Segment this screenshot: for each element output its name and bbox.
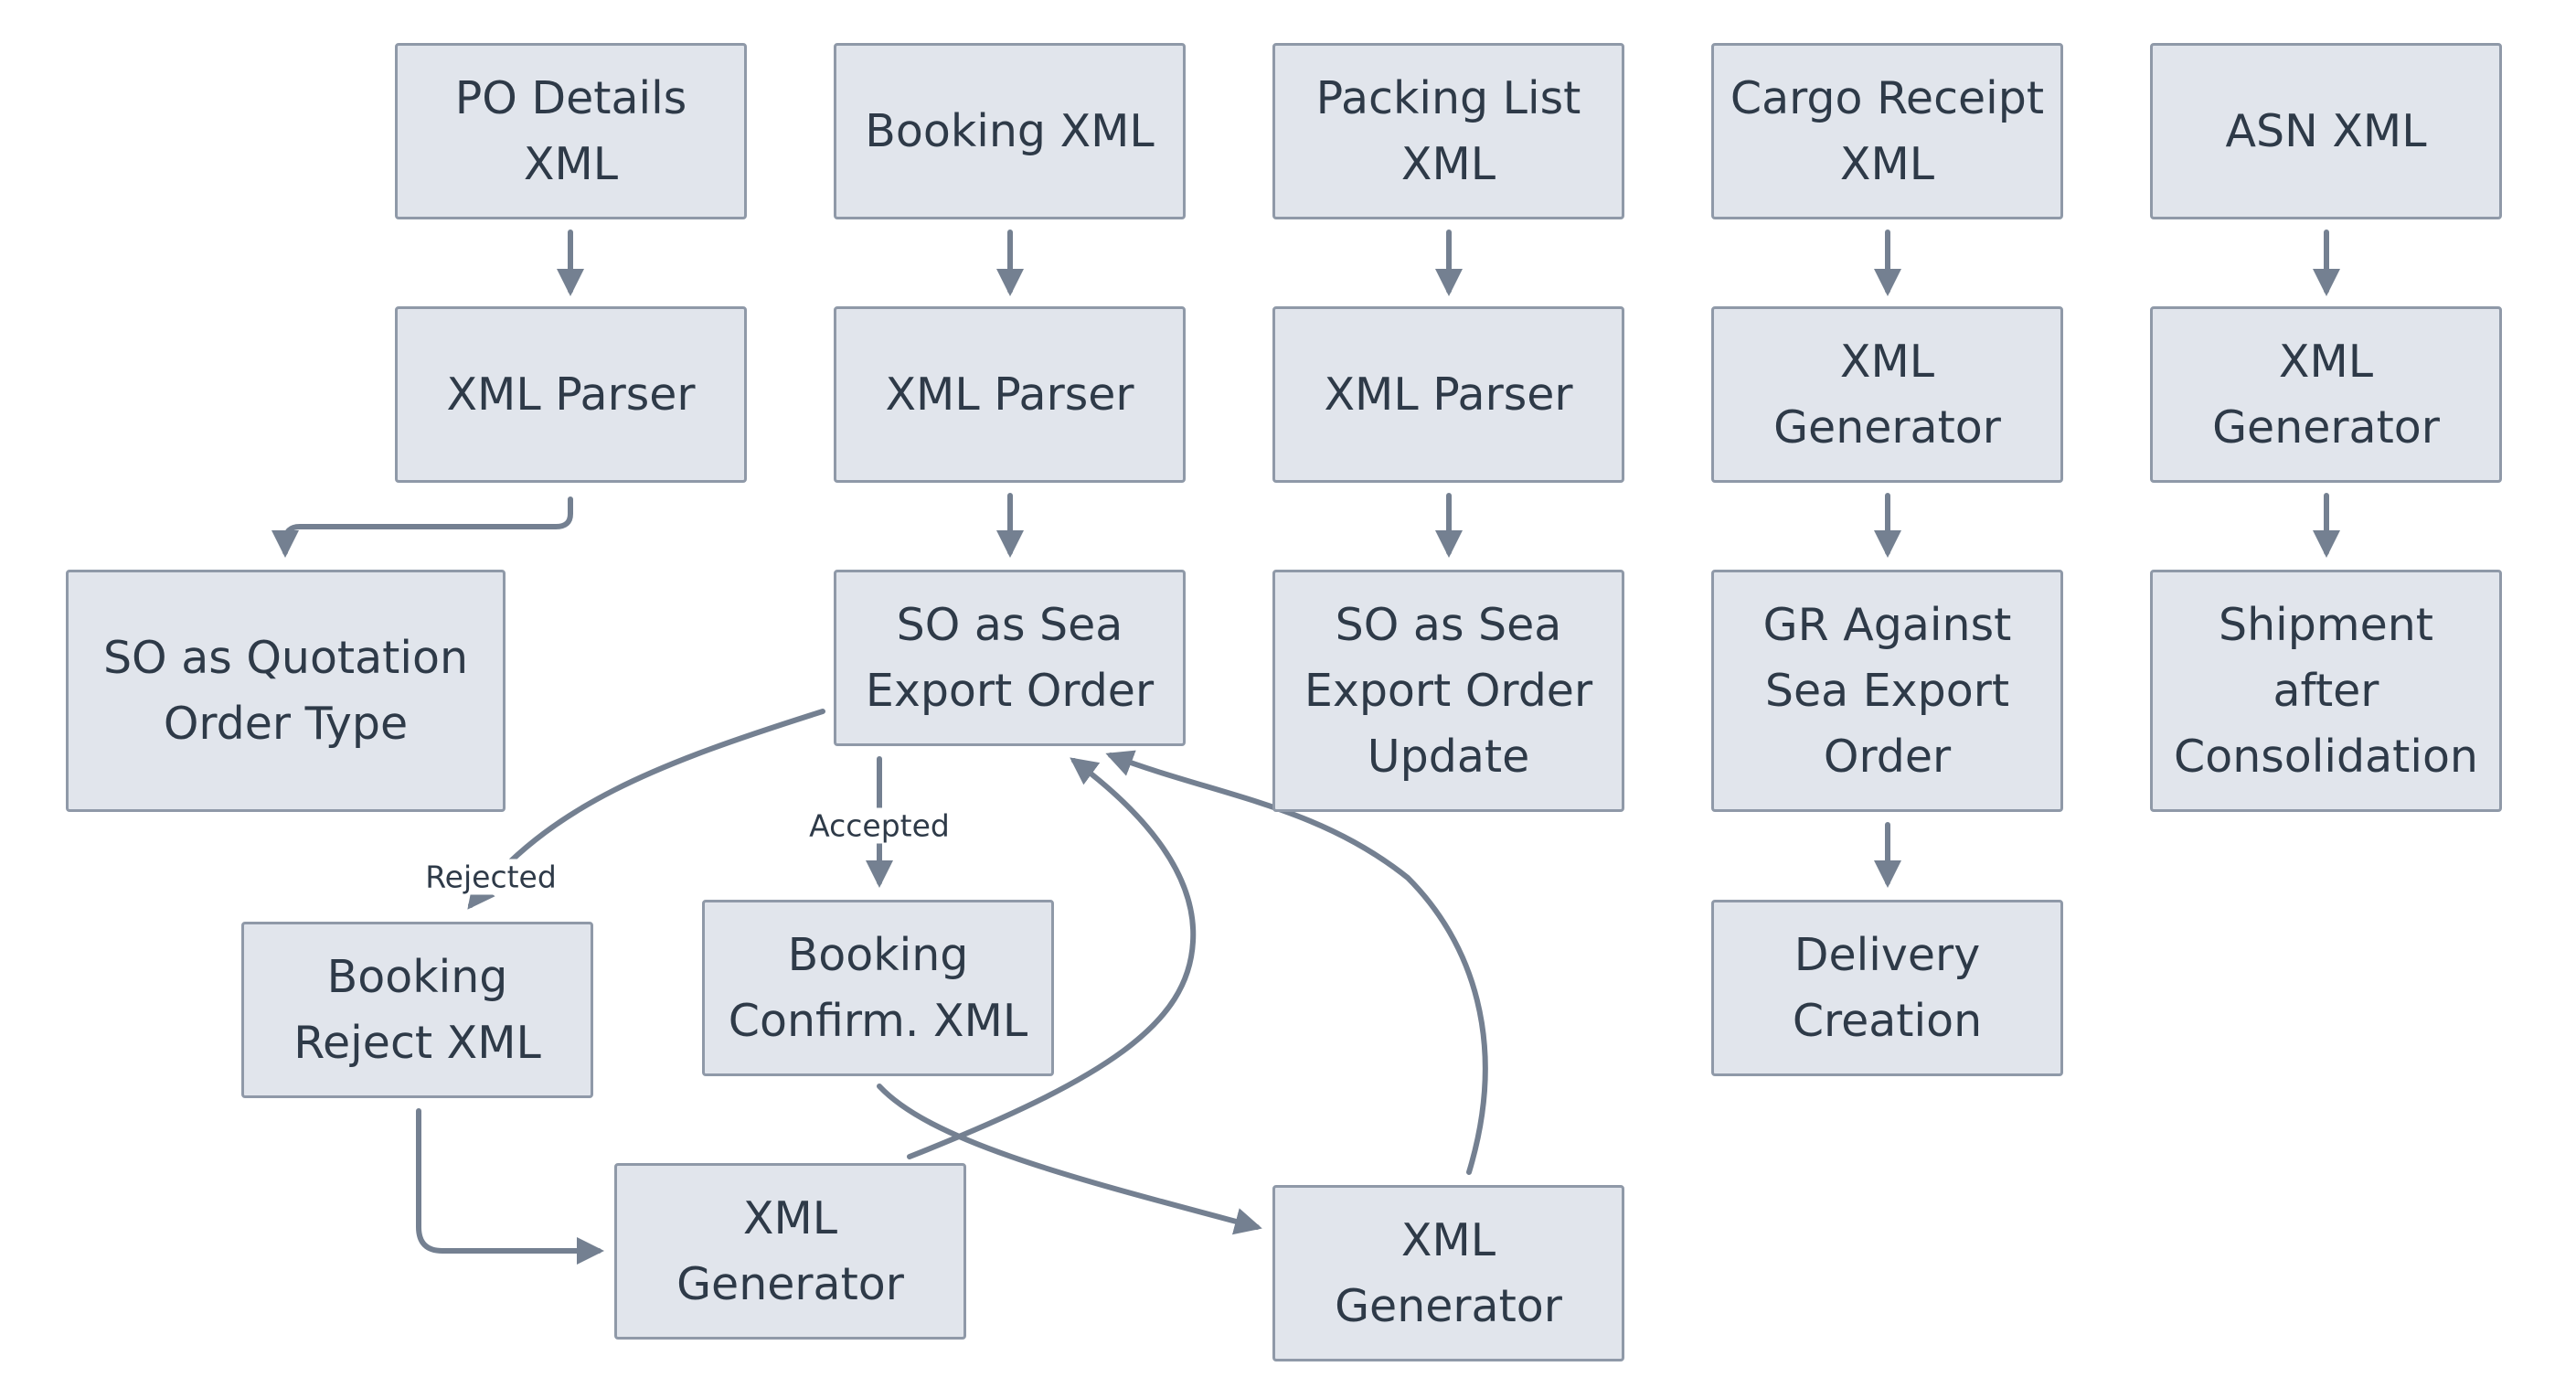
node-label: SO as Sea Export Order bbox=[865, 598, 1155, 717]
node-delivery-creation[interactable]: Delivery Creation bbox=[1711, 900, 2063, 1076]
node-cargo-receipt-xml[interactable]: Cargo Receipt XML bbox=[1711, 43, 2063, 219]
node-label: Booking Reject XML bbox=[293, 950, 541, 1069]
node-so-sea-export-update[interactable]: SO as Sea Export Order Update bbox=[1272, 570, 1624, 812]
node-po-details-xml[interactable]: PO Details XML bbox=[395, 43, 747, 219]
node-xml-generator-asn[interactable]: XML Generator bbox=[2150, 306, 2502, 483]
node-packing-list-xml[interactable]: Packing List XML bbox=[1272, 43, 1624, 219]
node-shipment-after-consolidation[interactable]: Shipment after Consolidation bbox=[2150, 570, 2502, 812]
node-label: Packing List XML bbox=[1315, 71, 1581, 190]
node-so-quotation[interactable]: SO as Quotation Order Type bbox=[66, 570, 506, 812]
node-booking-confirm-xml[interactable]: Booking Confirm. XML bbox=[702, 900, 1054, 1076]
node-label: SO as Quotation Order Type bbox=[102, 631, 469, 750]
node-xml-generator-reject[interactable]: XML Generator bbox=[614, 1163, 966, 1340]
node-label: GR Against Sea Export Order bbox=[1762, 598, 2012, 783]
node-xml-parser-2[interactable]: XML Parser bbox=[834, 306, 1186, 483]
node-asn-xml[interactable]: ASN XML bbox=[2150, 43, 2502, 219]
node-label: XML Parser bbox=[885, 368, 1134, 421]
node-xml-generator-cargo[interactable]: XML Generator bbox=[1711, 306, 2063, 483]
edge-generator2-to-so-sea bbox=[1105, 750, 1488, 1175]
edge-label-accepted: Accepted bbox=[805, 807, 953, 844]
node-label: Cargo Receipt XML bbox=[1730, 71, 2045, 190]
node-xml-parser-1[interactable]: XML Parser bbox=[395, 306, 747, 483]
node-label: ASN XML bbox=[2225, 104, 2427, 157]
node-label: PO Details XML bbox=[454, 71, 687, 190]
node-label: XML Parser bbox=[446, 368, 696, 421]
edge-label-rejected: Rejected bbox=[421, 859, 560, 895]
node-label: XML Generator bbox=[1335, 1213, 1562, 1332]
node-label: Shipment after Consolidation bbox=[2174, 598, 2478, 783]
node-so-sea-export[interactable]: SO as Sea Export Order bbox=[834, 570, 1186, 746]
node-label: Booking Confirm. XML bbox=[728, 928, 1028, 1047]
node-booking-reject-xml[interactable]: Booking Reject XML bbox=[241, 922, 593, 1098]
edge-reject-to-generator bbox=[416, 1108, 604, 1265]
node-label: XML Parser bbox=[1324, 368, 1573, 421]
node-label: XML Generator bbox=[1773, 335, 2001, 454]
node-label: Booking XML bbox=[865, 104, 1155, 157]
edge-generator-to-so-sea bbox=[907, 757, 1197, 1159]
node-label: XML Generator bbox=[676, 1191, 904, 1310]
node-gr-against-sea[interactable]: GR Against Sea Export Order bbox=[1711, 570, 2063, 812]
edge-parser-to-quotation bbox=[271, 496, 573, 558]
node-label: Delivery Creation bbox=[1792, 928, 1983, 1047]
node-label: SO as Sea Export Order Update bbox=[1304, 598, 1593, 783]
edge-confirm-to-generator bbox=[877, 1084, 1262, 1235]
node-xml-parser-3[interactable]: XML Parser bbox=[1272, 306, 1624, 483]
node-xml-generator-confirm[interactable]: XML Generator bbox=[1272, 1185, 1624, 1361]
node-booking-xml[interactable]: Booking XML bbox=[834, 43, 1186, 219]
node-label: XML Generator bbox=[2212, 335, 2440, 454]
